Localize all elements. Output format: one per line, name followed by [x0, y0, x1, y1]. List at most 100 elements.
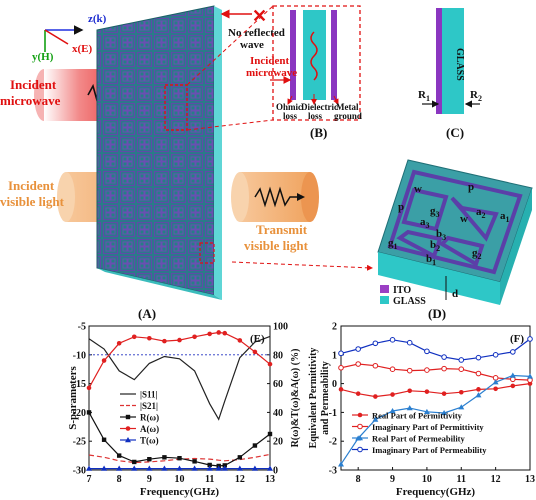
chart-e-ylabel-left: S-parameters [67, 366, 79, 430]
panel-b: Incident microwave Ohmic loss Dielectric… [186, 5, 362, 140]
chart-e-point [222, 463, 227, 468]
svg-text:p: p [468, 181, 474, 193]
panel-c-glass [442, 8, 464, 114]
chart-e-ytick-left-label: -30 [73, 466, 86, 477]
chart-f-xlabel: Frequency(GHz) [396, 486, 476, 498]
chart-f-legend-marker [357, 446, 363, 453]
chart-e-point [192, 334, 197, 340]
chart-e-point [251, 465, 258, 471]
chart-e-ytick-right-label: 80 [273, 350, 283, 361]
legend-ito-label: ITO [393, 285, 411, 296]
chart-e-point [216, 330, 222, 335]
chart-e-point [116, 453, 122, 458]
chart-f-series-line [340, 374, 531, 465]
chart-e-point [161, 465, 168, 471]
chart-f-xtick-label: 12 [491, 474, 501, 485]
chart-e-xtick-label: 7 [87, 474, 92, 485]
chart-e-point [267, 431, 273, 437]
r1-label: R1 [418, 89, 430, 103]
svg-text:p: p [398, 201, 404, 213]
chart-e-xtick-label: 8 [117, 474, 122, 485]
chart-f-xtick-label: 13 [525, 474, 535, 485]
metasurface-board [96, 5, 222, 300]
chart-e-point [162, 455, 167, 460]
svg-text:a1: a1 [500, 210, 510, 224]
chart-e-ytick-right-label: 20 [273, 437, 283, 448]
chart-f-point [424, 348, 430, 355]
chart-e-point [162, 338, 167, 344]
x-axis-label: x(E) [72, 43, 93, 55]
chart-e-legend-label: A(ω) [140, 424, 159, 434]
unit-cell-front [378, 252, 500, 305]
chart-e-legend-marker [125, 414, 131, 420]
chart-e-xtick-label: 13 [265, 474, 275, 485]
chart-f-legend-marker [357, 412, 363, 418]
chart-e-point [147, 457, 152, 462]
chart-f-legend-label: Real Part of Permittivity [372, 411, 463, 421]
chart-e-point [177, 337, 182, 343]
chart-e-series-line [88, 331, 271, 389]
chart-e-point [177, 455, 182, 461]
chart-f-ytick-label: -2 [329, 437, 337, 448]
chart-e-point [237, 338, 243, 343]
chart-e-series-line [88, 412, 271, 467]
chart-f-point [441, 391, 447, 396]
coordinate-axes-icon: z(k) y(H) x(E) [32, 13, 107, 63]
chart-e-point [222, 330, 228, 336]
chart-f-xtick-label: 8 [356, 474, 361, 485]
chart-f-point [527, 373, 533, 379]
legend-glass-label: GLASS [393, 296, 426, 307]
chart-f-series-line [340, 383, 531, 398]
chart-f-point [389, 407, 396, 414]
chart-f-point [372, 416, 379, 422]
chart-e-point [237, 455, 243, 460]
chart-f-legend-marker [357, 423, 363, 430]
panel-b-microwave-label: Incident microwave [246, 55, 297, 79]
chart-f-point [424, 389, 430, 394]
chart-f-point [458, 366, 465, 373]
chart-f-point [492, 352, 499, 358]
chart-e-legend-label: T(ω) [140, 436, 159, 446]
chart-e-point [116, 465, 123, 471]
svg-text:a3: a3 [420, 216, 430, 230]
svg-text:b2: b2 [430, 239, 440, 253]
chart-e-point [176, 465, 183, 471]
chart-e-point [252, 349, 258, 355]
ito-pattern [387, 169, 523, 275]
chart-e-point [192, 459, 197, 464]
panel-c: GLASS R1 R2 (C) [418, 8, 482, 140]
chart-e-point [267, 361, 273, 367]
chart-f-legend-label: Imaginary Part of Permeability [372, 445, 487, 455]
chart-e-ytick-right-label: 100 [273, 322, 288, 333]
chart-e-ytick-left-label: -15 [73, 379, 86, 390]
chart-e-point [206, 465, 213, 471]
chart-e-ytick-left-label: -5 [78, 322, 86, 333]
chart-f-point [338, 387, 344, 392]
chart-e-point [267, 465, 273, 471]
chart-e-panel-label: (E) [250, 333, 265, 345]
chart-e-point [215, 465, 222, 471]
svg-text:d: d [452, 288, 458, 300]
chart-f-legend-label: Imaginary Part of Permittivity [372, 422, 484, 432]
chart-f-point [475, 354, 482, 361]
chart-e-series-line [88, 453, 271, 464]
chart-e-point [101, 465, 108, 471]
svg-text:a2: a2 [476, 206, 486, 220]
chart-f-point [458, 404, 465, 410]
chart-e-ytick-right-label: 60 [273, 379, 283, 390]
svg-text:b1: b1 [426, 253, 436, 267]
transmit-visible-beam [231, 172, 319, 222]
chart-f-point [372, 340, 379, 347]
chart-f-xtick-label: 10 [422, 474, 432, 485]
transmit-visible-label: Transmit visible light [244, 222, 310, 253]
chart-f-ytick-label: 2 [332, 322, 337, 333]
chart-e-point [207, 462, 212, 468]
chart-e-point [132, 459, 137, 465]
incident-visible-label: Incident visible light [0, 178, 65, 209]
cross-icon: ✕ [252, 6, 267, 26]
chart-e-point [252, 443, 258, 448]
chart-e-legend-label: R(ω) [140, 413, 159, 423]
r2-label: R2 [470, 89, 482, 103]
